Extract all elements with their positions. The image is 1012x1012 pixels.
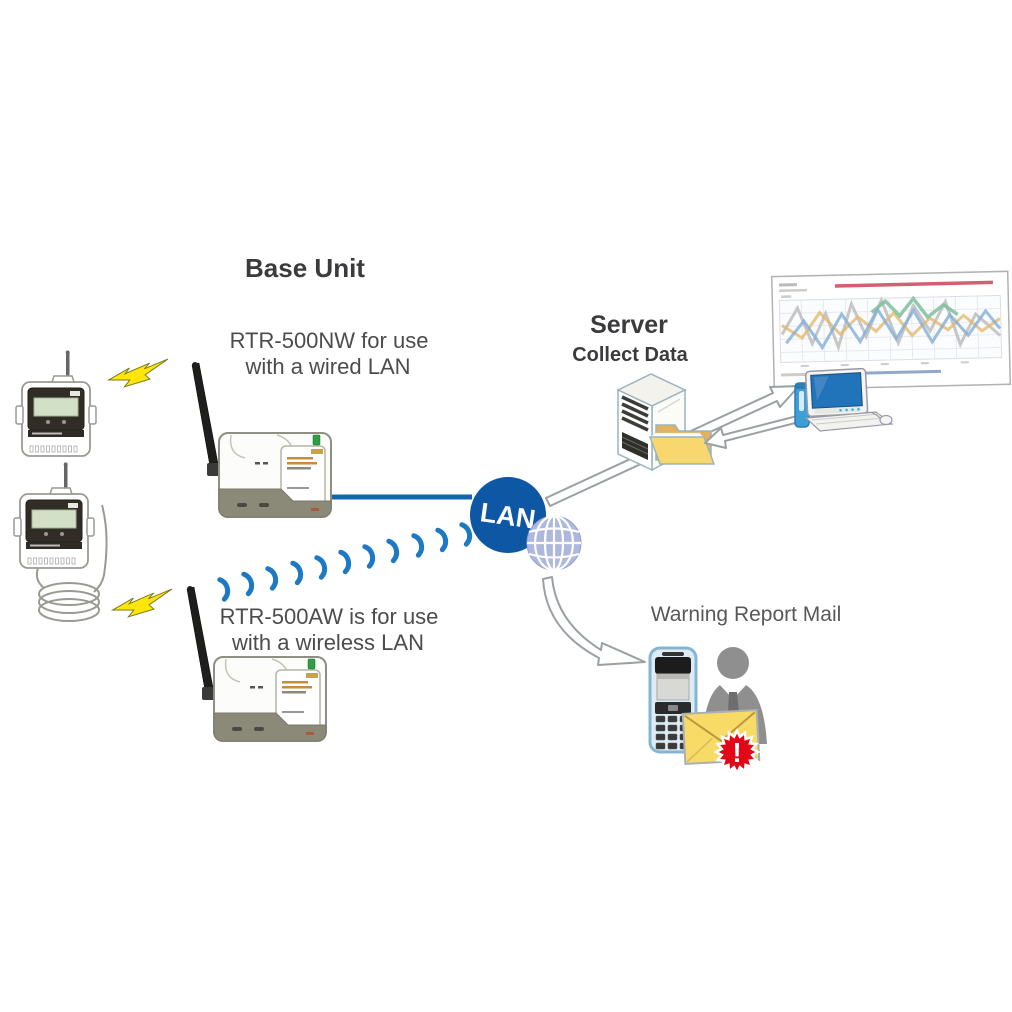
- folder-icon: [648, 424, 716, 465]
- nw-caption-line2: with a wired LAN: [244, 354, 410, 379]
- server-heading: Server: [590, 311, 668, 339]
- base-unit-nw-icon: [191, 361, 332, 518]
- mouse: [879, 414, 893, 426]
- lightning-bolt-icon: [111, 585, 173, 620]
- aw-caption-line2: with a wireless LAN: [231, 630, 424, 655]
- desktop-computer-icon: [794, 367, 894, 432]
- aw-caption-line1: RTR-500AW is for use: [220, 604, 439, 629]
- chart-series-blue: [785, 306, 1002, 351]
- internet-to-phone-arrow-icon: [542, 576, 646, 666]
- server-subheading: Collect Data: [572, 344, 688, 366]
- chart-series-green: [870, 295, 959, 320]
- chart-series-gray: [780, 296, 1002, 352]
- monitor-screen: [810, 372, 863, 409]
- nw-caption-line1: RTR-500NW for use: [230, 328, 429, 353]
- wireless-signal-icon: [217, 522, 473, 602]
- wireless-logger-with-sensor-icon: [13, 461, 108, 622]
- chart-title-line: [834, 280, 993, 288]
- lan-circle: LAN: [470, 477, 546, 553]
- chart-window: [770, 270, 1012, 391]
- base-unit-heading: Base Unit: [245, 253, 365, 283]
- alert-burst-icon: !: [713, 728, 761, 776]
- sensor-coil: [38, 582, 100, 622]
- alert-exclamation: !: [732, 737, 741, 768]
- wireless-logger-icon: [15, 349, 97, 457]
- warning-caption: Warning Report Mail: [651, 603, 842, 626]
- lightning-bolt-icon: [107, 355, 169, 390]
- computer-to-server-arrow-icon: [704, 413, 808, 449]
- chart-series-orange: [781, 310, 1001, 341]
- globe-icon: [526, 514, 582, 572]
